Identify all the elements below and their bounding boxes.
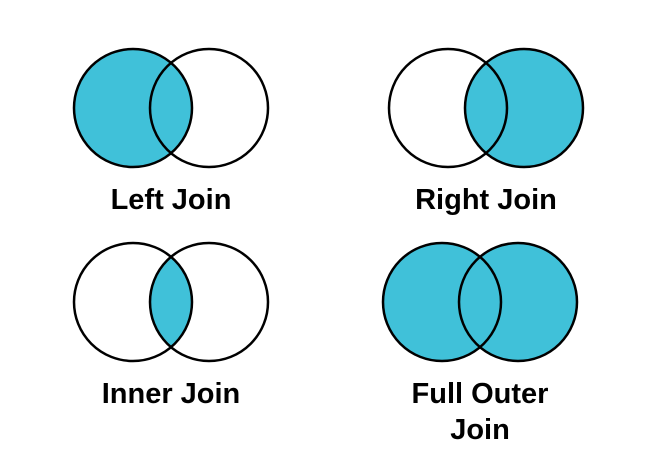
right-circle-fill	[465, 49, 583, 167]
right-join-label: Right Join	[415, 184, 557, 216]
venn-inner-join: Inner Join	[51, 239, 291, 412]
full-outer-join-venn-diagram	[381, 241, 579, 363]
venn-full-outer-join: Full Outer Join	[360, 239, 600, 448]
left-circle-outline	[381, 241, 503, 363]
right-circle-outline	[457, 241, 579, 363]
intersection-fill	[150, 256, 192, 348]
right-circle-outline	[463, 47, 585, 169]
left-circle-outline	[72, 47, 194, 169]
full-outer-join-label: Full Outer Join	[411, 378, 549, 446]
inner-join-venn-diagram	[72, 241, 270, 363]
venn-left-join: Left Join	[51, 45, 291, 218]
right-circle-fill	[459, 243, 577, 361]
right-circle-outline	[148, 47, 270, 169]
inner-join-label: Inner Join	[101, 378, 241, 410]
right-circle-outline	[148, 241, 270, 363]
left-join-venn-diagram	[72, 47, 270, 169]
left-join-label: Left Join	[110, 184, 232, 216]
venn-right-join: Right Join	[366, 45, 606, 218]
left-circle-fill	[74, 49, 192, 167]
right-join-venn-diagram	[387, 47, 585, 169]
left-circle-outline	[72, 241, 194, 363]
left-circle-outline	[387, 47, 509, 169]
